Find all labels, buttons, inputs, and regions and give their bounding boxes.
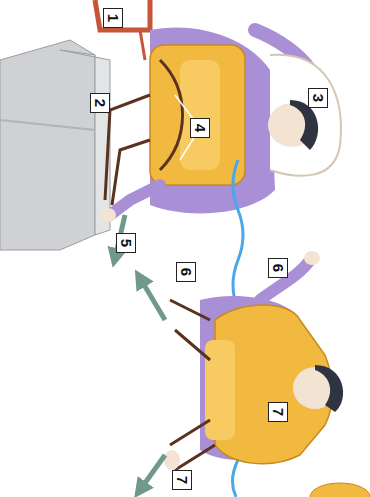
belt-strap bbox=[140, 30, 145, 60]
callout-number: 4 bbox=[190, 118, 210, 138]
callout-number: 7 bbox=[268, 402, 288, 422]
callout-number: 2 bbox=[90, 93, 110, 113]
tighten-arrow bbox=[140, 278, 165, 320]
callout-number: 3 bbox=[308, 88, 328, 108]
seat-belt bbox=[95, 0, 150, 30]
callout-number: 5 bbox=[116, 233, 136, 253]
person-two bbox=[164, 251, 343, 470]
callout-number: 7 bbox=[172, 470, 192, 490]
seat bbox=[0, 40, 110, 250]
tighten-arrow bbox=[140, 455, 165, 490]
leader-lines bbox=[100, 95, 200, 160]
person-one bbox=[100, 27, 341, 222]
callout-number: 6 bbox=[176, 262, 196, 282]
next-vest bbox=[310, 483, 370, 497]
callout-number: 1 bbox=[103, 8, 123, 28]
callout-number: 6 bbox=[268, 258, 288, 278]
